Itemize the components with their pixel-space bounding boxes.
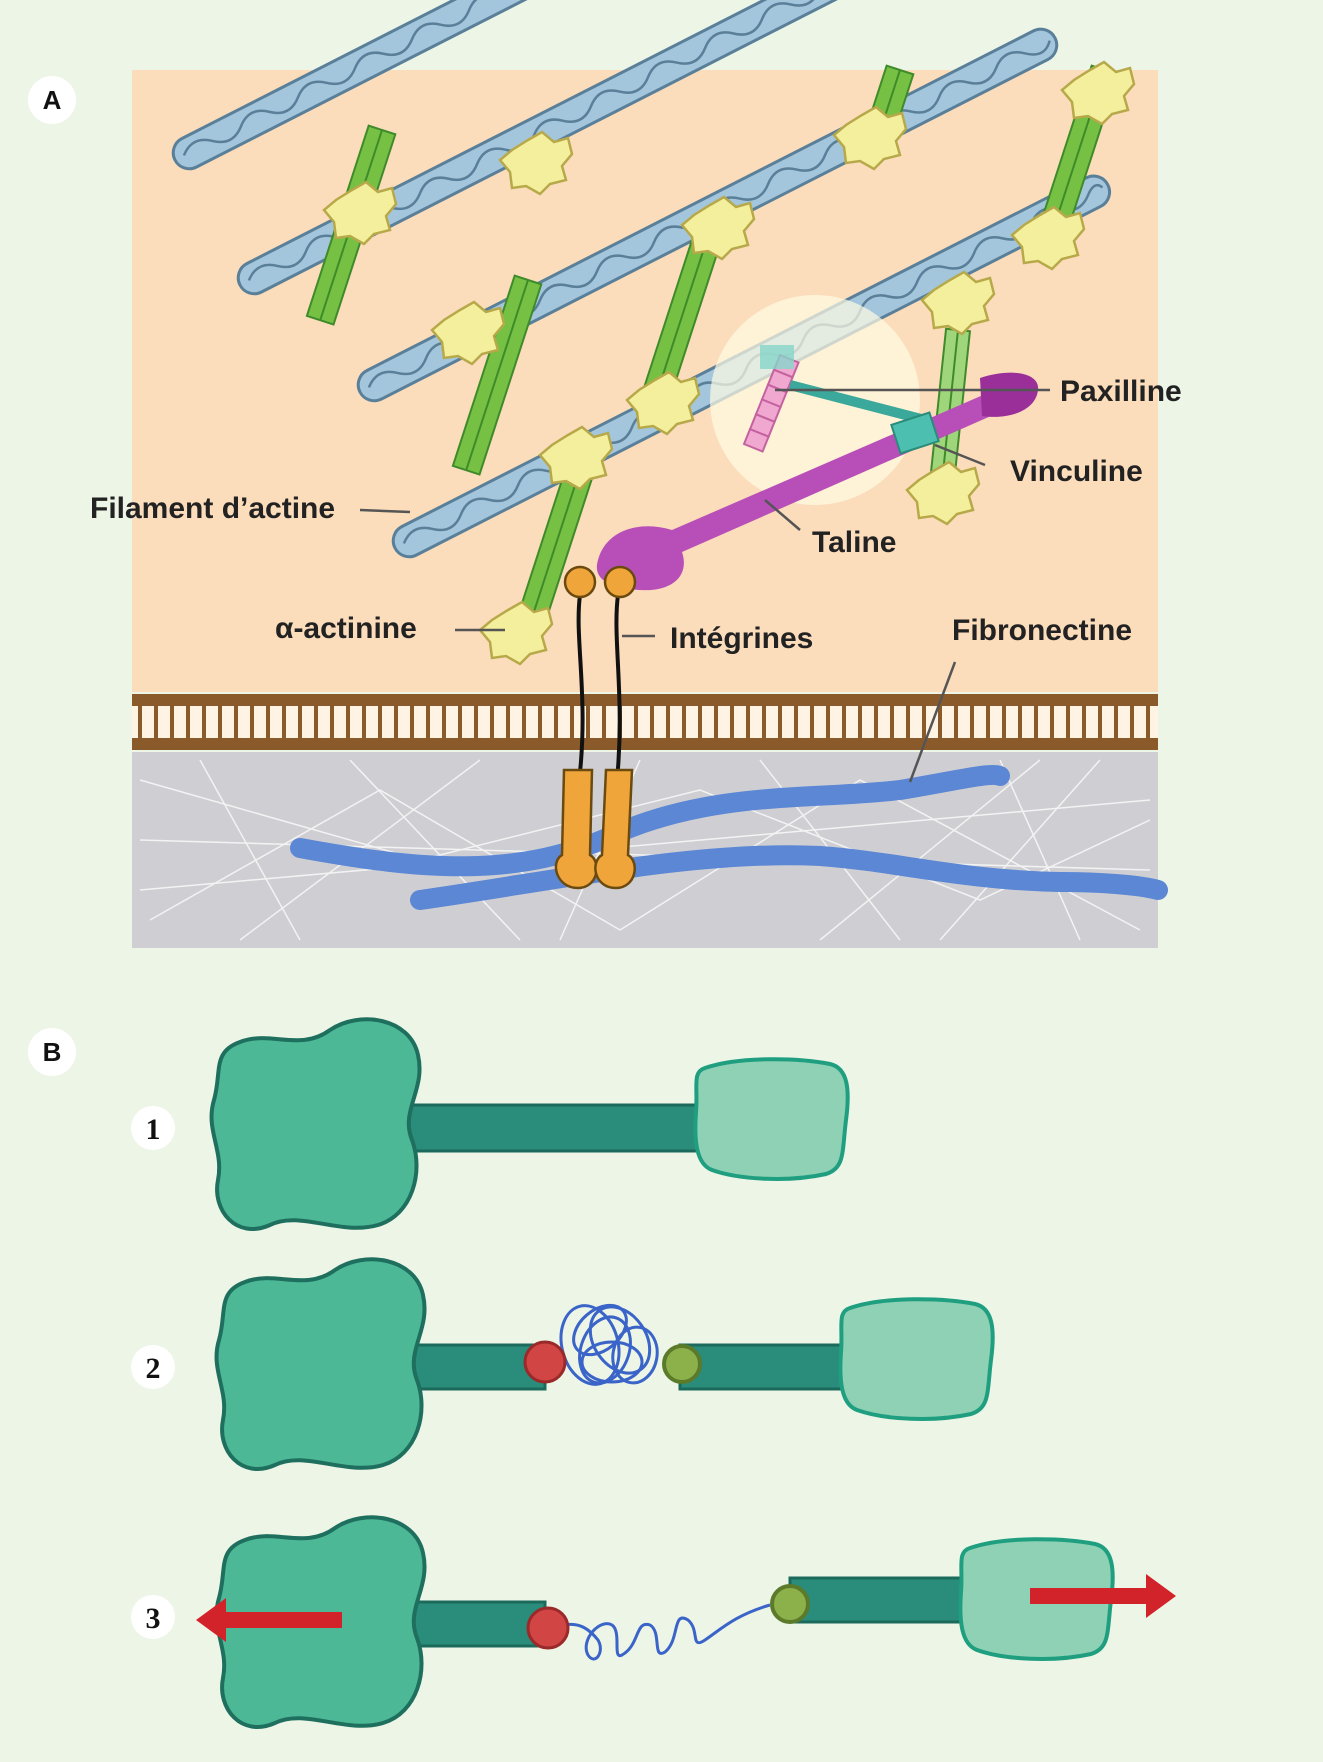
panel-b-badge: B [28, 1028, 76, 1076]
step-2: 2 [131, 1257, 995, 1471]
label-paxilline: Paxilline [1060, 375, 1182, 408]
red-marker [523, 1340, 567, 1384]
vinculin-protein [760, 345, 940, 455]
step-1-number: 1 [146, 1113, 161, 1146]
linker-rod-right [788, 1576, 972, 1624]
linker-rod-left [403, 1600, 547, 1648]
label-taline: Taline [812, 526, 896, 559]
panel-a-letter: A [43, 85, 62, 115]
large-domain [209, 1017, 422, 1231]
green-marker [770, 1584, 810, 1624]
panel-a: A [28, 0, 1182, 948]
force-arrow-right [1030, 1574, 1176, 1618]
label-integrines: Intégrines [670, 622, 813, 655]
label-fibronectine: Fibronectine [952, 614, 1132, 647]
red-marker [526, 1606, 570, 1650]
step-1: 1 [131, 1017, 850, 1231]
linker-rod-left [403, 1343, 547, 1391]
label-filament-actine: Filament d’actine [90, 492, 335, 525]
cell-membrane [132, 694, 1158, 750]
small-domain [693, 1057, 850, 1181]
crosslink-nodes [322, 60, 1136, 666]
step-3: 3 [131, 1515, 1176, 1729]
leader-lines [359, 388, 1050, 783]
linker-rod [398, 1103, 707, 1153]
panel-a-badge: A [28, 76, 76, 124]
unfolded-peptide [564, 1603, 771, 1661]
large-domain [214, 1257, 427, 1471]
force-arrow-left [196, 1598, 342, 1642]
step-3-number: 3 [146, 1602, 161, 1635]
panel-b: B 1 2 [28, 1017, 1176, 1729]
panel-b-letter: B [43, 1037, 62, 1067]
linker-rod-right [678, 1343, 852, 1391]
label-vinculine: Vinculine [1010, 455, 1143, 488]
folded-peptide-coil [559, 1303, 659, 1386]
integrins [554, 565, 637, 890]
small-domain [838, 1297, 995, 1421]
label-alpha-actinine: α-actinine [275, 612, 417, 645]
step-2-number: 2 [146, 1352, 161, 1385]
green-marker [662, 1344, 702, 1384]
